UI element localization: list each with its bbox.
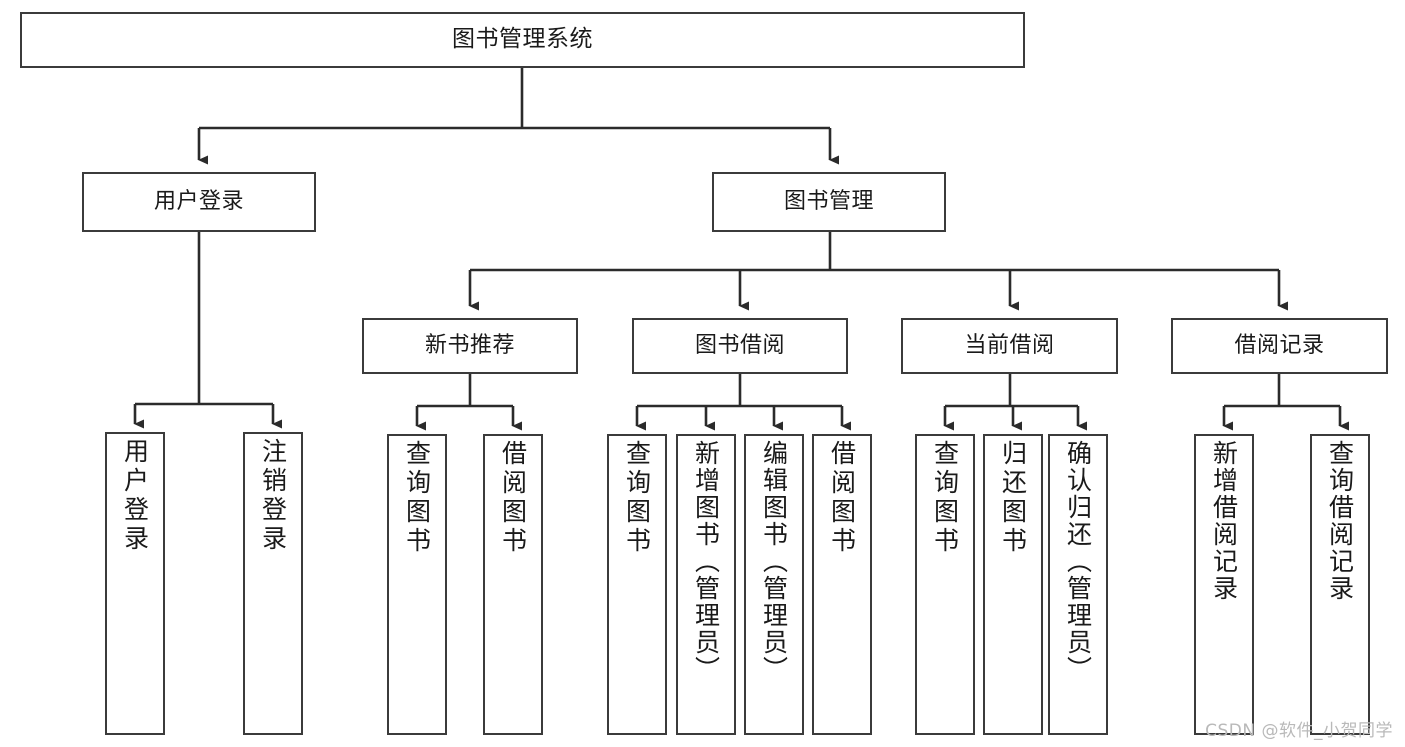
node-leaf-user-login-label: 用户登录 (120, 438, 150, 554)
node-user-login[interactable]: 用户登录 (82, 172, 316, 232)
node-new-book-recommend-label: 新书推荐 (424, 333, 515, 359)
node-leaf-query-book-1[interactable]: 查询图书 (387, 434, 447, 735)
node-leaf-user-login[interactable]: 用户登录 (105, 432, 165, 735)
node-book-manage[interactable]: 图书管理 (712, 172, 946, 232)
node-leaf-confirm-return[interactable]: 确认归还（管理员） (1048, 434, 1108, 735)
node-leaf-borrow-book-1[interactable]: 借阅图书 (483, 434, 543, 735)
node-leaf-return-book[interactable]: 归还图书 (983, 434, 1043, 735)
node-leaf-logout-login-label: 注销登录 (258, 438, 288, 554)
node-borrow-record-label: 借阅记录 (1234, 333, 1325, 359)
node-leaf-query-book-1-label: 查询图书 (402, 440, 432, 556)
node-book-borrow-label: 图书借阅 (694, 333, 785, 359)
node-leaf-add-record-label: 新增借阅记录 (1209, 440, 1239, 602)
node-leaf-edit-book-label: 编辑图书（管理员） (759, 440, 789, 683)
node-leaf-query-record[interactable]: 查询借阅记录 (1310, 434, 1370, 735)
node-leaf-query-book-2-label: 查询图书 (622, 440, 652, 556)
node-root-system[interactable]: 图书管理系统 (20, 12, 1025, 68)
node-leaf-query-record-label: 查询借阅记录 (1325, 440, 1355, 602)
node-leaf-edit-book[interactable]: 编辑图书（管理员） (744, 434, 804, 735)
node-leaf-borrow-book-2-label: 借阅图书 (827, 440, 857, 556)
csdn-watermark: CSDN @软件_小贺同学 (1205, 721, 1393, 741)
node-leaf-borrow-book-2[interactable]: 借阅图书 (812, 434, 872, 735)
node-borrow-record[interactable]: 借阅记录 (1171, 318, 1388, 374)
node-user-login-label: 用户登录 (153, 189, 244, 215)
node-leaf-add-record[interactable]: 新增借阅记录 (1194, 434, 1254, 735)
node-leaf-confirm-return-label: 确认归还（管理员） (1063, 440, 1093, 683)
node-leaf-return-book-label: 归还图书 (998, 440, 1028, 556)
node-current-borrow-label: 当前借阅 (964, 333, 1055, 359)
node-leaf-add-book-label: 新增图书（管理员） (691, 440, 721, 683)
node-leaf-borrow-book-1-label: 借阅图书 (498, 440, 528, 556)
node-leaf-add-book[interactable]: 新增图书（管理员） (676, 434, 736, 735)
node-leaf-logout-login[interactable]: 注销登录 (243, 432, 303, 735)
node-leaf-query-book-2[interactable]: 查询图书 (607, 434, 667, 735)
node-current-borrow[interactable]: 当前借阅 (901, 318, 1118, 374)
node-book-manage-label: 图书管理 (783, 189, 874, 215)
node-leaf-query-book-3-label: 查询图书 (930, 440, 960, 556)
node-book-borrow[interactable]: 图书借阅 (632, 318, 848, 374)
node-leaf-query-book-3[interactable]: 查询图书 (915, 434, 975, 735)
node-root-system-label: 图书管理系统 (452, 26, 593, 53)
node-new-book-recommend[interactable]: 新书推荐 (362, 318, 578, 374)
